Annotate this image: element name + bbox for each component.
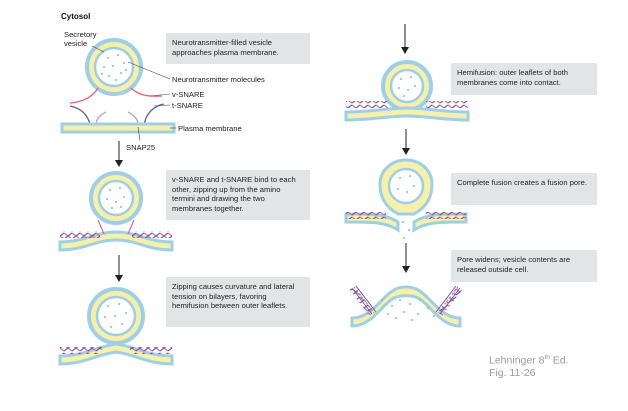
membrane-step6 [350, 285, 462, 328]
step2-diagram [58, 171, 174, 252]
snare-complex-right [132, 231, 172, 238]
step5-diagram [344, 158, 468, 239]
step1-caption: Neurotransmitter-filled vesicle approach… [166, 33, 310, 64]
released-molecules [381, 299, 435, 321]
arrow-step1-to-2 [115, 141, 123, 167]
v-snare-right [130, 87, 163, 97]
credit-line1-sup: th [544, 354, 550, 361]
step3-diagram [58, 287, 174, 366]
vesicle-lumen-step2 [97, 179, 135, 217]
label-leader-vesicle [91, 45, 105, 53]
membrane-step2 [58, 230, 174, 252]
arrow-step4-to-5 [402, 129, 410, 155]
molecules-step4 [398, 76, 416, 97]
cytosol-title: Cytosol [61, 12, 91, 21]
neurotransmitter-molecules [101, 54, 127, 81]
credit-line1: Lehninger 8th Ed. [489, 352, 569, 367]
label-leader-snap25 [137, 126, 141, 142]
arrow-step5-to-6 [402, 243, 410, 273]
label-snap25: SNAP25 [126, 143, 156, 152]
label-secretory-vesicle-text: Secretory vesicle [64, 30, 97, 48]
step2-caption: v-SNARE and t-SNARE bind to each other, … [166, 170, 310, 220]
credit-line2: Fig. 11-26 [489, 367, 536, 379]
label-leader-tsnare [153, 104, 171, 107]
t-snare-left [69, 105, 91, 126]
vesicle-lumen-step4 [389, 68, 425, 104]
step6-diagram [349, 285, 463, 328]
label-leader-molecules [127, 61, 171, 80]
step6-caption: Pore widens; vesicle contents are releas… [451, 250, 597, 282]
label-leader-vsnare [149, 93, 171, 97]
snare-complex-left [60, 231, 100, 238]
t-snare-right [143, 103, 165, 126]
membrane-step3 [58, 342, 174, 366]
label-v-snare: v-SNARE [172, 90, 205, 99]
label-plasma-membrane: Plasma membrane [178, 124, 242, 133]
step3-caption: Zipping causes curvature and lateral ten… [166, 277, 310, 327]
snare-complex-right-3 [130, 347, 172, 354]
snare-complex-left-4 [346, 101, 388, 108]
figure-credit: Lehninger 8th Ed. Fig. 11-26 [489, 352, 569, 380]
molecules-step3 [104, 303, 127, 328]
snare-complex-left-5 [346, 212, 386, 219]
v-snare-left [69, 87, 99, 104]
label-neurotransmitter-molecules: Neurotransmitter molecules [172, 75, 265, 84]
step1-diagram [60, 38, 176, 142]
vesicle-lumen-step5 [387, 167, 425, 205]
snare-complex-left-3 [60, 347, 102, 354]
step5-caption: Complete fusion creates a fusion pore. [451, 173, 597, 205]
credit-line1-pre: Lehninger 8 [489, 354, 545, 367]
snare-complex-right-4 [426, 101, 468, 108]
plasma-membrane [60, 122, 176, 134]
vesicle-lumen [93, 46, 135, 88]
label-t-snare: t-SNARE [172, 101, 203, 110]
arrow-step2-to-3 [115, 255, 123, 282]
label-secretory-vesicle: Secretory vesicle [64, 30, 108, 48]
membrane-step4 [344, 106, 470, 122]
arrow-into-step4 [401, 24, 409, 54]
step4-caption: Hemifusion: outer leaflets of both membr… [451, 63, 597, 95]
molecules-step2 [106, 187, 125, 209]
snare-complex-right-5 [426, 212, 466, 219]
step4-diagram [344, 60, 470, 122]
credit-line1-post: Ed. [549, 354, 569, 367]
molecules-step5 [397, 175, 415, 239]
